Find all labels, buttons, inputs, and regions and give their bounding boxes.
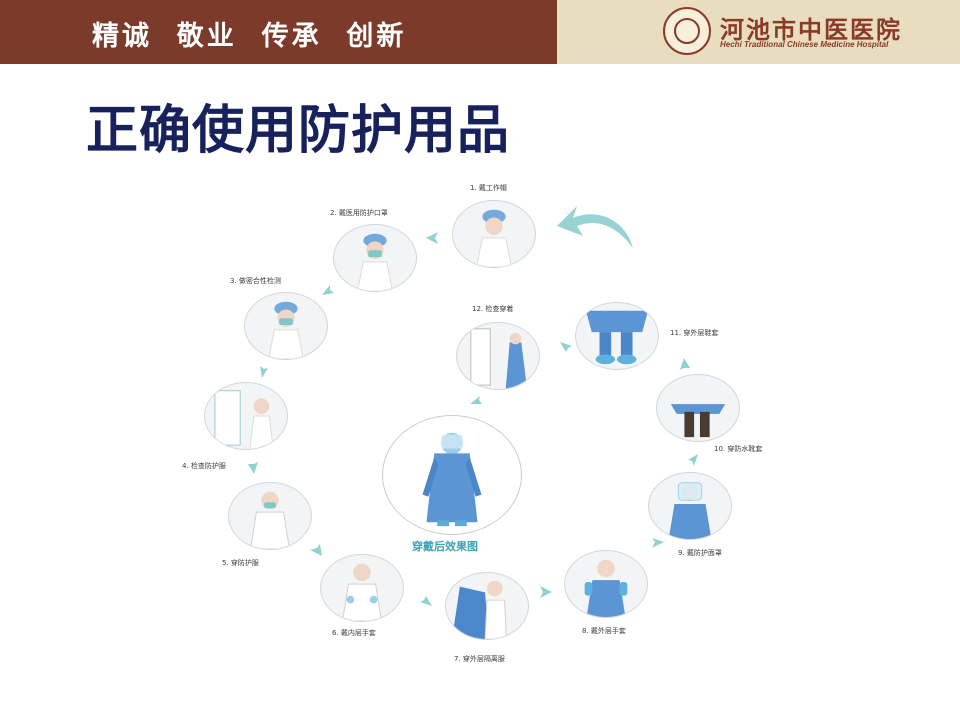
return-arrow-icon xyxy=(557,206,633,248)
result-label: 穿戴后效果图 xyxy=(412,540,478,553)
step-6-circle xyxy=(320,554,404,622)
step-4-label: 4. 检查防护服 xyxy=(182,462,226,470)
step-9-circle xyxy=(648,472,732,540)
step-6-label: 6. 戴内层手套 xyxy=(332,629,376,637)
step-11-circle xyxy=(575,302,659,370)
step-10-label: 10. 穿防水靴套 xyxy=(714,445,763,453)
header-bar: 精诚 敬业 传承 创新 xyxy=(0,0,557,64)
motto-text: 精诚 敬业 传承 创新 xyxy=(92,21,407,52)
step-1-circle xyxy=(452,200,536,268)
page-title: 正确使用防护用品 xyxy=(86,101,511,161)
step-11-label: 11. 穿外层鞋套 xyxy=(670,329,719,337)
step-8-label: 8. 戴外层手套 xyxy=(582,627,626,635)
ppe-procedure-diagram: 穿戴后效果图 1. 戴工作帽 2. 戴医用防护口罩 3. 做密合性检测 4. 检… xyxy=(182,170,790,670)
step-7-label: 7. 穿外层隔离服 xyxy=(454,655,505,663)
step-2-circle xyxy=(333,224,417,292)
step-7-circle xyxy=(445,572,529,640)
hospital-brand xyxy=(557,0,960,64)
step-5-circle xyxy=(228,482,312,550)
hospital-logo-icon xyxy=(663,7,711,55)
hospital-name-en: Hechi Traditional Chinese Medicine Hospi… xyxy=(720,40,889,49)
step-8-circle xyxy=(564,550,648,618)
step-10-circle xyxy=(656,374,740,442)
step-1-label: 1. 戴工作帽 xyxy=(470,184,507,192)
step-12-label: 12. 检查穿着 xyxy=(472,305,514,313)
step-9-label: 9. 戴防护面罩 xyxy=(678,549,722,557)
step-3-circle xyxy=(244,292,328,360)
hospital-name-cn: 河池市中医医院 xyxy=(720,15,902,44)
step-12-circle xyxy=(456,322,540,390)
result-circle xyxy=(382,415,522,535)
step-3-label: 3. 做密合性检测 xyxy=(230,277,281,285)
step-2-label: 2. 戴医用防护口罩 xyxy=(330,209,388,217)
flow-arrows xyxy=(248,232,698,606)
step-4-circle xyxy=(204,382,288,450)
step-5-label: 5. 穿防护服 xyxy=(222,559,259,567)
